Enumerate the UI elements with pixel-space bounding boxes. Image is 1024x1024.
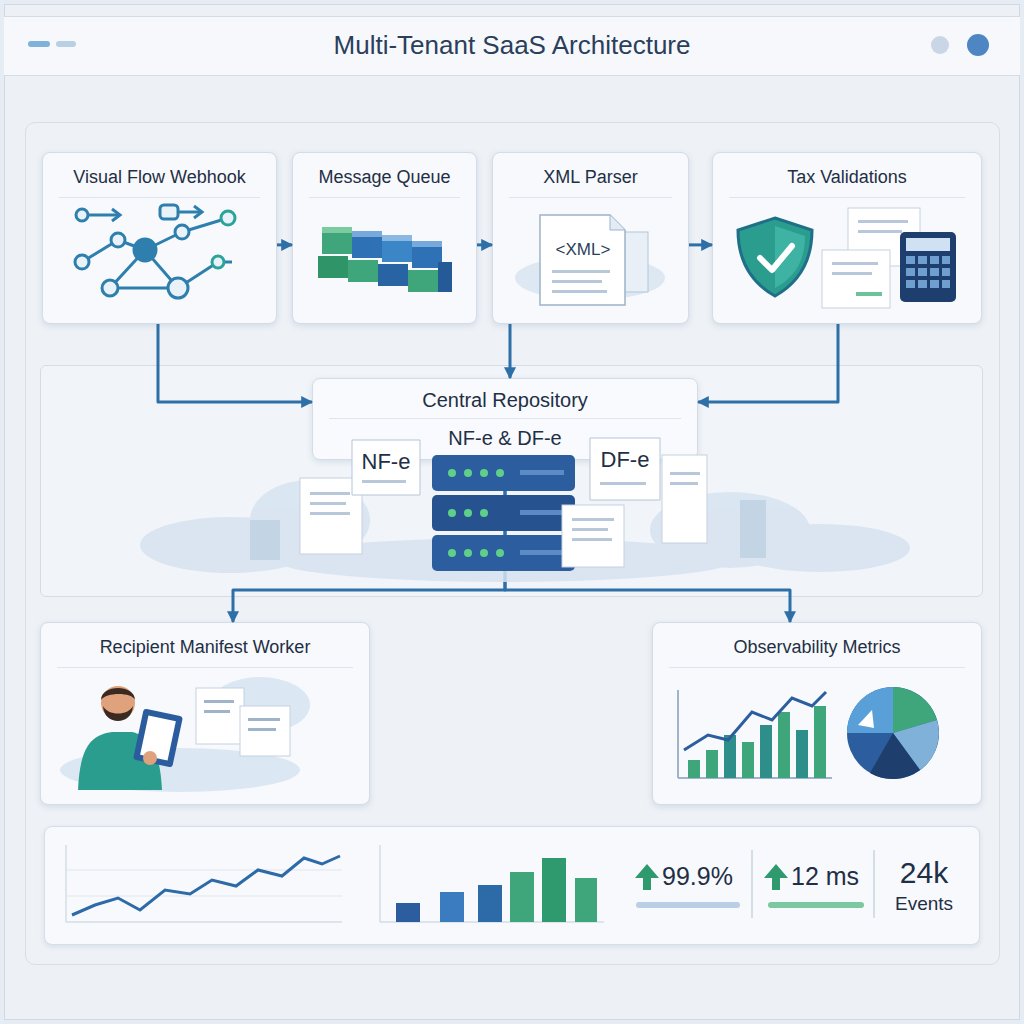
node-title: Central Repository [329, 379, 681, 419]
node-title: Visual Flow Webhook [59, 153, 260, 198]
flow-arrow [689, 243, 712, 246]
flow-arrow [277, 243, 292, 246]
node-title: XML Parser [509, 153, 672, 198]
node-title: Tax Validations [729, 153, 965, 198]
diagram-title: Multi-Tenant SaaS Architecture [0, 30, 1024, 61]
bottom-bar-chart [380, 845, 604, 922]
stat-decorations [635, 850, 874, 918]
stat-caption: Events [884, 893, 964, 915]
bar-decoration [28, 41, 50, 47]
stat-value: 12 ms [791, 862, 871, 891]
node-title: Observability Metrics [669, 623, 965, 668]
node-title: Recipient Manifest Worker [57, 623, 353, 668]
window-dot [967, 34, 989, 56]
flow-arrow [509, 324, 512, 378]
webhook-box: Visual Flow Webhook [42, 152, 277, 324]
bar-decoration [56, 41, 76, 47]
xml-tag: <XML> [548, 240, 618, 260]
window-dot [931, 36, 949, 54]
document-label: DF-e [590, 447, 660, 473]
flow-arrow [477, 243, 492, 246]
flow-arrow [158, 324, 312, 402]
node-title: Message Queue [309, 153, 460, 198]
stat-value: 24k [884, 856, 964, 890]
document-label: NF-e [352, 449, 420, 475]
bottom-line-chart [66, 845, 342, 922]
flow-arrow [698, 324, 838, 402]
stat-value: 99.9% [662, 862, 748, 891]
repository-illustration [140, 438, 910, 582]
